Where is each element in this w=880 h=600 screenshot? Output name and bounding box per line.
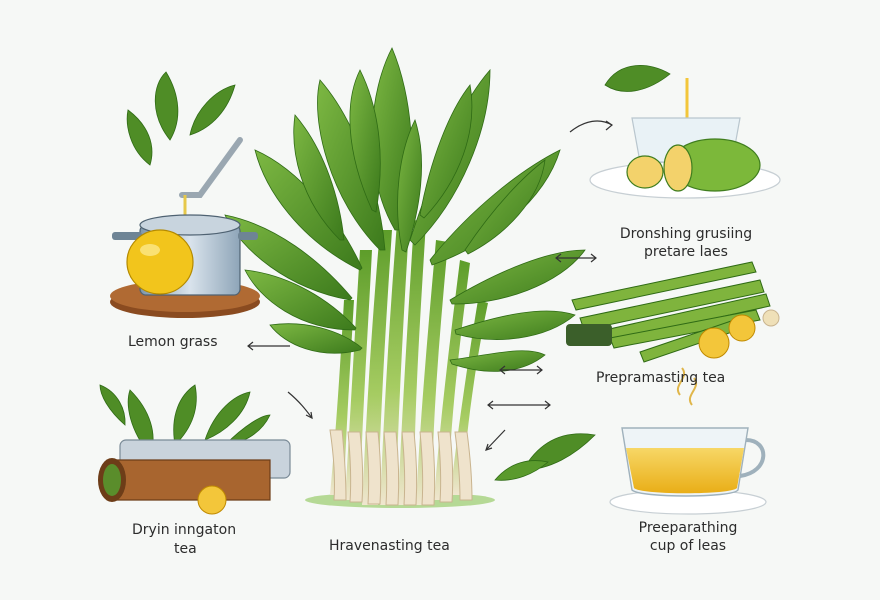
plant-leaves bbox=[224, 47, 586, 372]
label-lemon-grass: Lemon grass bbox=[128, 334, 218, 350]
label-dronshing-line1: Dronshing grusiing bbox=[619, 226, 753, 242]
lemon-slice-icon bbox=[698, 309, 780, 359]
arrow-mid-to-stalks bbox=[499, 365, 543, 375]
arrow-top-right bbox=[569, 120, 614, 133]
lemon-icon bbox=[126, 229, 194, 295]
pot-with-lemon-illustration bbox=[110, 71, 260, 318]
chopped-bundle-icon bbox=[566, 324, 612, 346]
bamboo-tube-illustration bbox=[98, 384, 291, 515]
label-preeparathing-line1: Preeparathing bbox=[638, 520, 738, 536]
arrow-lower-left bbox=[287, 391, 313, 420]
root-bulbs bbox=[329, 429, 473, 506]
glass-with-limes-illustration bbox=[589, 65, 781, 199]
teacup-illustration bbox=[494, 367, 767, 515]
cut-stalks-illustration bbox=[566, 261, 780, 363]
leaf-icon bbox=[604, 65, 671, 92]
lemon-slice-icon bbox=[197, 485, 227, 515]
teacup-icon bbox=[621, 427, 766, 497]
label-preeparathing-line2: cup of leas bbox=[649, 538, 727, 554]
label-dronshing-line2: pretare laes bbox=[644, 244, 728, 260]
spout-icon bbox=[179, 137, 243, 198]
steam-icon bbox=[677, 367, 697, 406]
arrow-to-teacup bbox=[485, 429, 506, 451]
arrow-mid-right bbox=[555, 253, 597, 263]
lemongrass-plant bbox=[224, 47, 586, 508]
arrow-left-to-lemon-grass bbox=[247, 341, 290, 351]
lime-halves-icon bbox=[626, 138, 761, 192]
label-dryin-line1: Dryin inngaton bbox=[132, 522, 237, 538]
label-dryin-line2: tea bbox=[174, 541, 197, 557]
arrow-lower-right bbox=[487, 400, 551, 410]
leaf-bunch-icon bbox=[99, 384, 271, 456]
label-prepramasting: Prepramasting tea bbox=[596, 370, 726, 386]
label-harvesting: Hravenasting tea bbox=[329, 538, 450, 554]
falling-leaves-icon bbox=[126, 71, 236, 166]
